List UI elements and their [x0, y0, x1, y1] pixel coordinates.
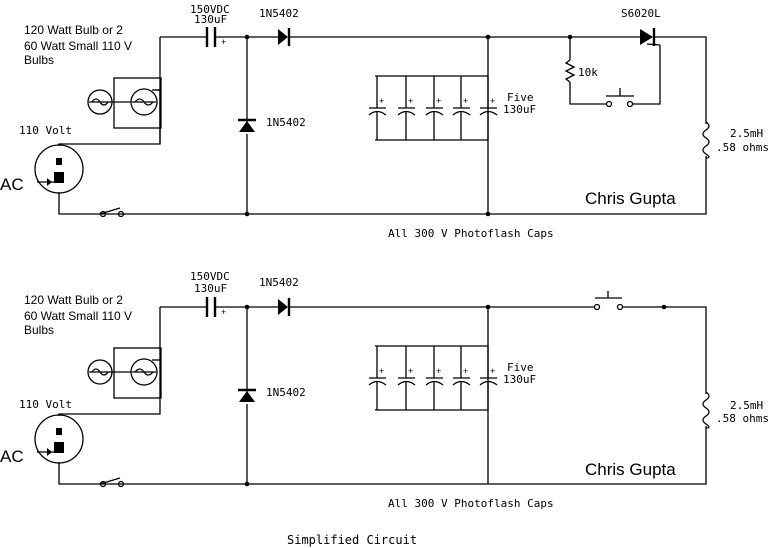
source-label: AC: [0, 447, 24, 466]
inductor-resistance: .58 ohms: [716, 412, 769, 425]
voltage-label: 110 Volt: [19, 398, 72, 411]
voltage-label: 110 Volt: [19, 124, 72, 137]
svg-text:+: +: [490, 366, 495, 376]
circuit-simplified: 120 Watt Bulb or 2 60 Watt Small 110 V B…: [0, 270, 769, 510]
footer-title: Simplified Circuit: [287, 533, 417, 547]
scr-label: S6020L: [621, 7, 661, 20]
capacitor-bank: [368, 75, 498, 141]
trigger-pushbutton: [593, 291, 624, 311]
lamp-box: [87, 347, 162, 399]
author-label: Chris Gupta: [585, 189, 676, 208]
svg-text:+: +: [436, 96, 441, 106]
top-wires: [58, 36, 707, 215]
series-capacitor: [205, 297, 217, 317]
svg-text:+: +: [436, 366, 441, 376]
series-cap-voltage: 150VDC: [190, 3, 230, 16]
cap-bank-count: Five: [507, 361, 534, 374]
svg-text:+: +: [379, 366, 384, 376]
load-label-line-1: 120 Watt Bulb or 2: [24, 293, 123, 307]
mains-switch: [99, 477, 125, 488]
series-diode-label: 1N5402: [259, 276, 299, 289]
ac-plug-icon: [34, 414, 84, 464]
trigger-pushbutton: [605, 88, 634, 108]
source-label: AC: [0, 175, 24, 194]
load-label-line-2: 60 Watt Small 110 V: [24, 39, 132, 53]
junction-dots: [244, 34, 573, 217]
series-cap-voltage: 150VDC: [190, 270, 230, 283]
cap-bank-count: Five: [507, 91, 534, 104]
inductor-value: 2.5mH: [730, 127, 763, 140]
junction-dots: [244, 304, 667, 487]
bottom-wires: [58, 306, 707, 485]
caps-note: All 300 V Photoflash Caps: [388, 497, 554, 510]
cap-bank-value: 130uF: [503, 373, 536, 386]
load-label-line-3: Bulbs: [24, 53, 54, 67]
circuit-with-scr: 120 Watt Bulb or 2 60 Watt Small 110 V B…: [0, 3, 769, 240]
caps-note: All 300 V Photoflash Caps: [388, 227, 554, 240]
svg-text:+: +: [408, 96, 413, 106]
capacitor-bank: [368, 345, 498, 411]
svg-text:+: +: [463, 366, 468, 376]
svg-text:+: +: [463, 96, 468, 106]
resistor-icon: [564, 59, 576, 83]
cap-bank-plus-signs: + + + + +: [379, 366, 495, 376]
photoflash-capacitor: [368, 76, 387, 140]
load-label-line-2: 60 Watt Small 110 V: [24, 309, 132, 323]
series-capacitor: [205, 27, 217, 47]
shunt-diode: [238, 118, 256, 132]
inductor-value: 2.5mH: [730, 399, 763, 412]
shunt-diode: [238, 388, 256, 402]
ac-plug-icon: [34, 144, 84, 194]
series-cap-plus: +: [221, 307, 226, 317]
mains-switch: [99, 207, 125, 218]
svg-text:+: +: [490, 96, 495, 106]
inductor-icon: [702, 391, 710, 429]
series-diode: [278, 28, 291, 46]
load-label-line-3: Bulbs: [24, 323, 54, 337]
series-cap-value: 130uF: [194, 282, 227, 295]
shunt-diode-label: 1N5402: [266, 116, 306, 129]
inductor-resistance: .58 ohms: [716, 141, 769, 154]
resistor-label: 10k: [578, 66, 598, 79]
series-cap-value: 130uF: [194, 13, 227, 26]
series-cap-plus: +: [221, 37, 226, 47]
cap-bank-plus-signs: + + + + +: [379, 96, 495, 106]
svg-text:+: +: [408, 366, 413, 376]
inductor-icon: [702, 121, 710, 159]
series-diode: [278, 298, 291, 316]
scr-icon: [640, 28, 656, 46]
author-label: Chris Gupta: [585, 460, 676, 479]
shunt-diode-label: 1N5402: [266, 386, 306, 399]
load-label-line-1: 120 Watt Bulb or 2: [24, 23, 123, 37]
lamp-box: [87, 77, 162, 129]
svg-text:+: +: [379, 96, 384, 106]
series-diode-label: 1N5402: [259, 7, 299, 20]
cap-bank-value: 130uF: [503, 103, 536, 116]
